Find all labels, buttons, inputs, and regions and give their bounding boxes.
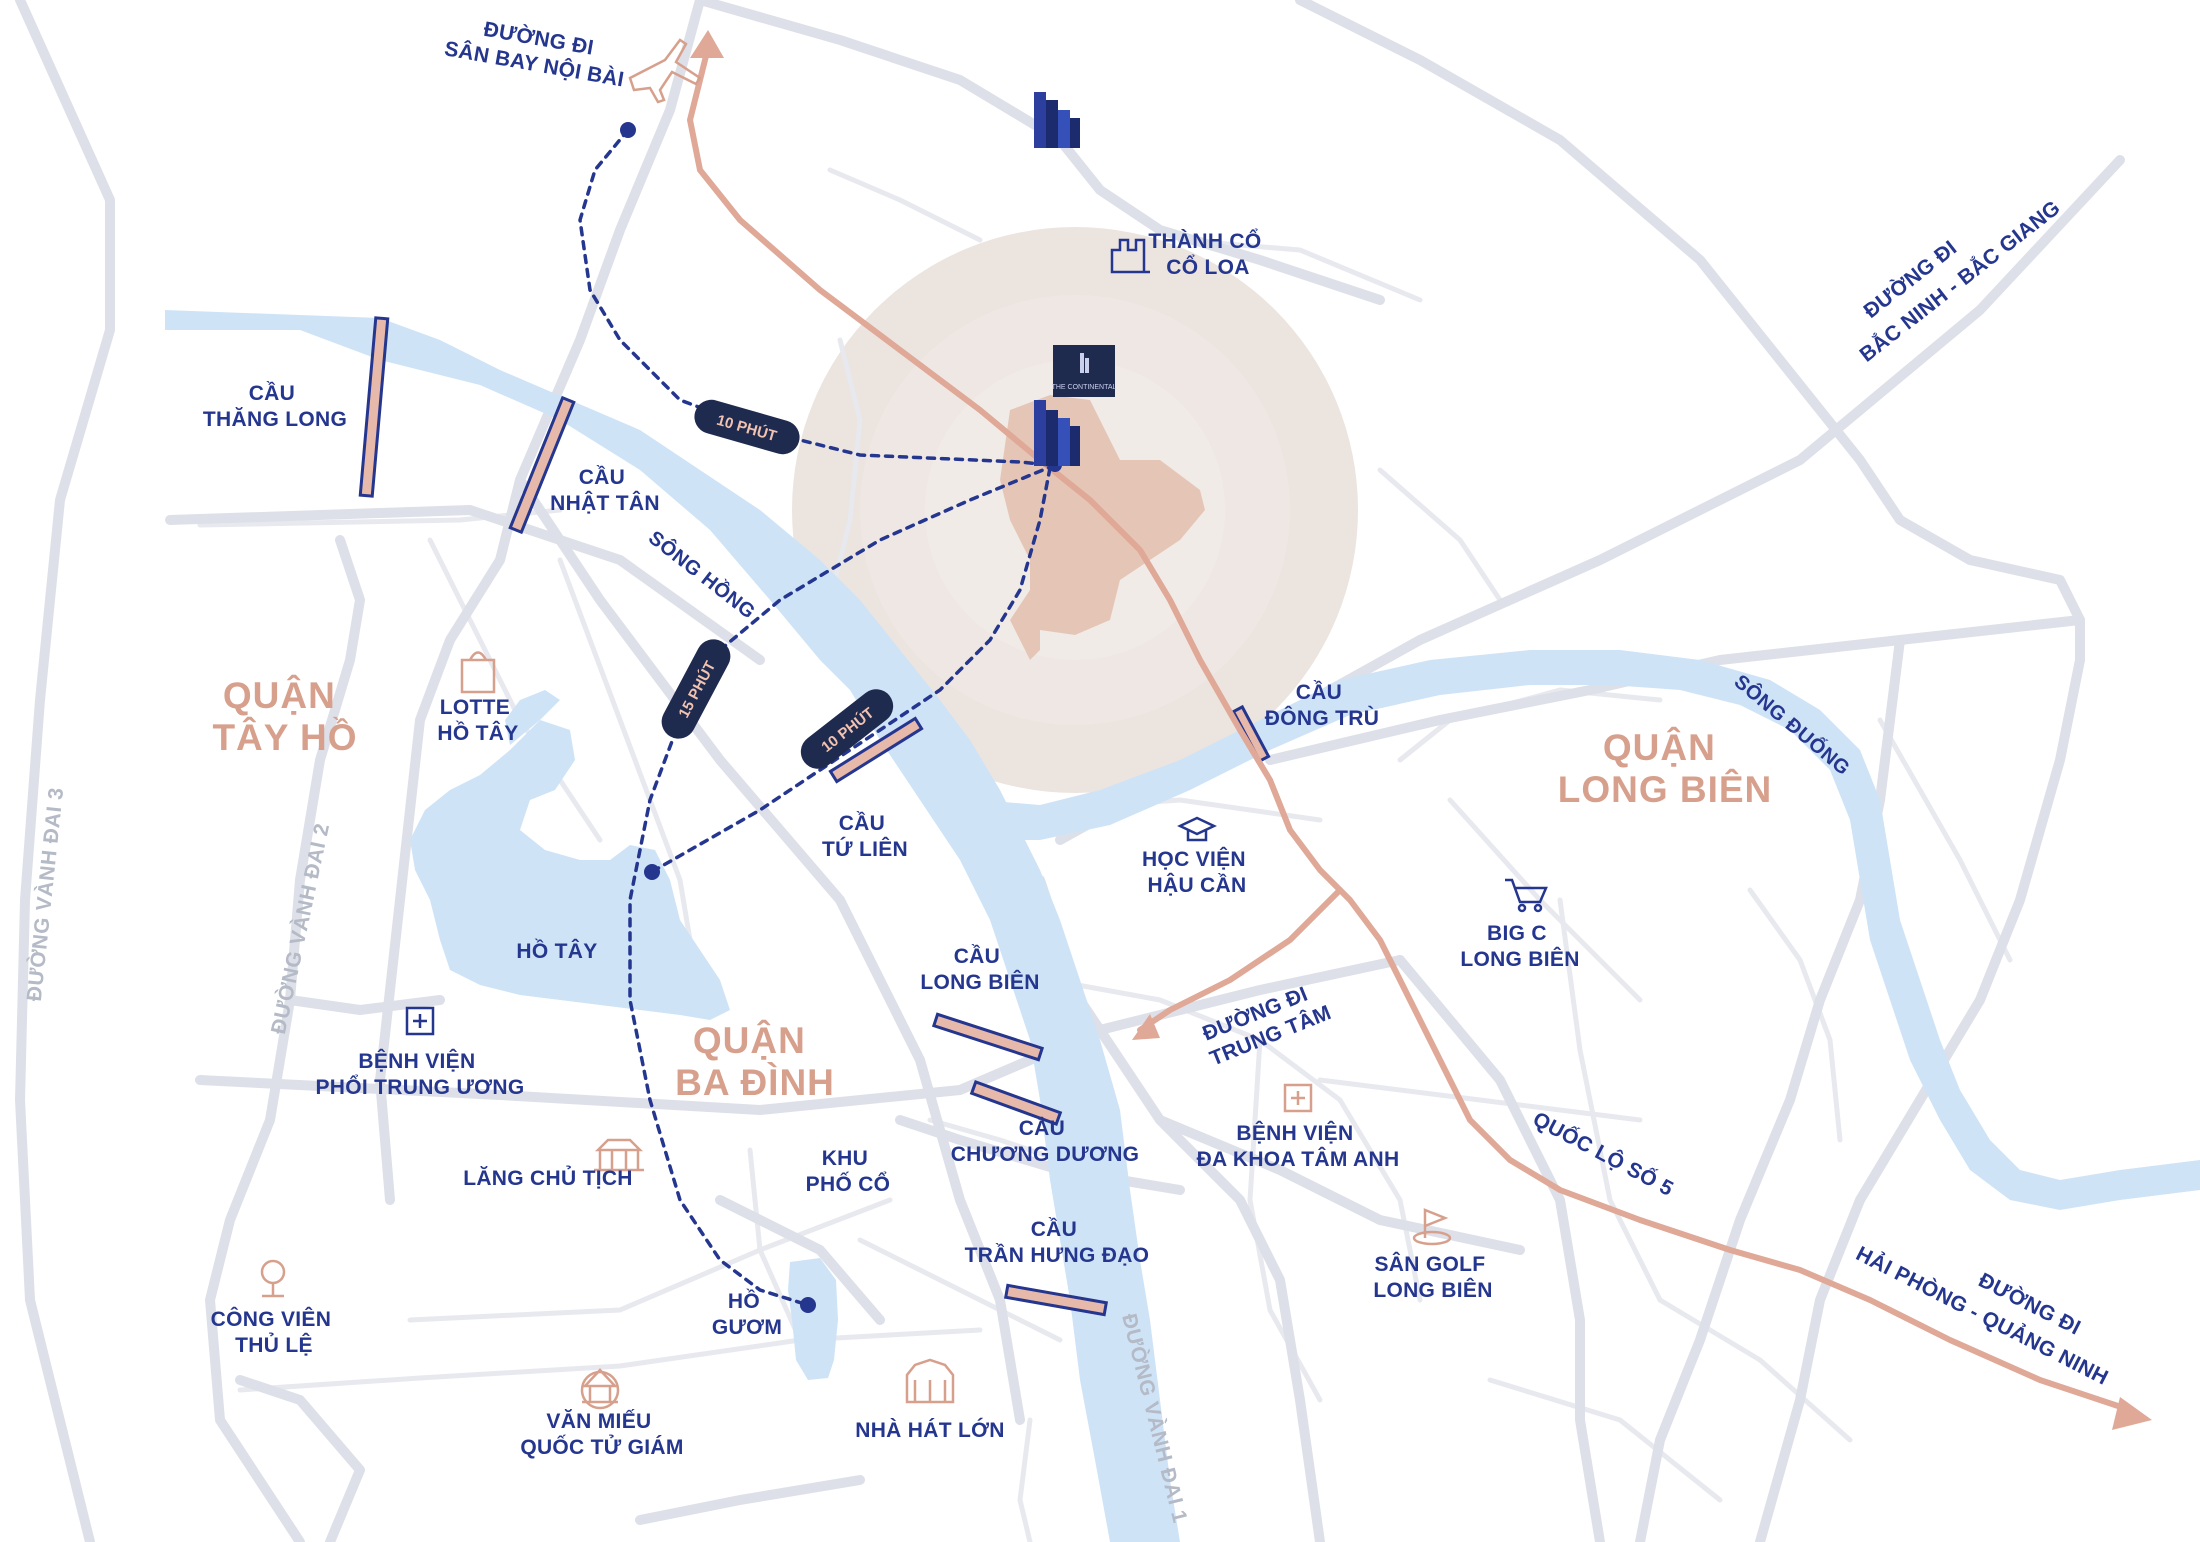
label-van-mieu: VĂN MIẾU QUỐC TỬ GIÁM	[520, 1410, 683, 1459]
hospital-icon-tam-anh	[1283, 1083, 1313, 1113]
district-long-bien: QUẬN LONG BIÊN	[1558, 726, 1773, 810]
arrow-hai-phong	[2112, 1397, 2152, 1430]
temple-icon	[580, 1368, 620, 1410]
hospital-icon-phoi	[405, 1006, 435, 1036]
castle-icon	[1110, 238, 1150, 274]
label-ho-tay: HỒ TÂY	[516, 939, 597, 963]
cart-icon	[1505, 878, 1548, 913]
label-cau-nhat-tan: CẦU NHẬT TÂN	[550, 466, 660, 515]
project-logo-text: THE CONTINENTAL	[1052, 384, 1117, 391]
pill-ho-guom: 15 PHÚT	[661, 639, 731, 739]
label-thanh-co-co-loa: THÀNH CỔ CỔ LOA	[1148, 229, 1267, 279]
label-big-c: BIG C LONG BIÊN	[1460, 922, 1579, 971]
label-cau-dong-tru: CẦU ĐÔNG TRÙ	[1265, 681, 1379, 730]
label-benh-vien-tam-anh: BỆNH VIỆN ĐA KHOA TÂM ANH	[1197, 1121, 1400, 1171]
bridge-tu-lien	[828, 716, 924, 784]
mausoleum-icon	[594, 1138, 644, 1172]
label-cau-thang-long: CẦU THĂNG LONG	[203, 382, 347, 431]
label-benh-vien-phoi: BỆNH VIỆN PHỔI TRUNG ƯƠNG	[315, 1049, 524, 1099]
district-tay-ho: QUẬN TÂY HỒ	[212, 674, 357, 758]
bridge-nhat-tan	[508, 395, 576, 535]
label-nha-hat-lon: NHÀ HÁT LỚN	[855, 1418, 1005, 1442]
district-ba-dinh: QUẬN BA ĐÌNH	[675, 1019, 835, 1103]
bridge-thang-long	[358, 316, 390, 498]
label-cau-tran-hung-dao: CẦU TRẦN HƯNG ĐẠO	[965, 1218, 1150, 1267]
bridge-chuong-duong	[969, 1080, 1063, 1126]
golf-icon	[1412, 1208, 1452, 1246]
poi-icons	[260, 38, 1452, 1410]
shopping-bag-icon	[460, 651, 496, 694]
project-building-icon	[1034, 400, 1080, 466]
theater-icon	[905, 1358, 955, 1404]
label-hoc-vien-hau-can: HỌC VIỆN HẬU CẦN	[1142, 847, 1252, 897]
project-logo-badge: THE CONTINENTAL	[1052, 345, 1117, 397]
label-san-golf: SÂN GOLF LONG BIÊN	[1373, 1252, 1492, 1302]
bridges	[358, 316, 1271, 1317]
label-lang-chu-tich: LĂNG CHỦ TỊCH	[463, 1166, 633, 1190]
label-cau-chuong-duong: CẦU CHƯƠNG DƯƠNG	[951, 1117, 1140, 1166]
arrow-trung-tam	[1132, 1014, 1160, 1040]
highways	[687, 45, 2133, 1413]
ho-tay-lake	[410, 720, 730, 1020]
graduation-cap-icon	[1177, 816, 1217, 842]
arrow-airport-road	[690, 30, 724, 58]
travel-routes	[578, 128, 1057, 1307]
main-roads	[15, 0, 2125, 1542]
label-lotte: LOTTE HỒ TÂY	[437, 696, 518, 745]
label-khu-pho-co: KHU PHỐ CỔ	[806, 1147, 891, 1196]
airplane-icon	[628, 38, 702, 104]
rivers	[165, 310, 2200, 1542]
bridge-long-bien	[931, 1012, 1045, 1062]
bridge-tran-hung-dao	[1003, 1283, 1109, 1317]
brand-logo-icon	[1034, 92, 1080, 148]
label-cau-long-bien: CẦU LONG BIÊN	[920, 945, 1039, 994]
ho-guom-lake	[788, 1258, 838, 1380]
label-ho-guom: HỒ GƯƠM	[712, 1289, 782, 1339]
minor-roads	[197, 167, 2013, 1542]
tree-icon	[260, 1259, 286, 1298]
poi-icons-navy	[405, 238, 1548, 1036]
label-cau-tu-lien: CẦU TỨ LIÊN	[822, 812, 908, 861]
label-cong-vien-thu-le: CÔNG VIÊN THỦ LỆ	[211, 1307, 338, 1357]
